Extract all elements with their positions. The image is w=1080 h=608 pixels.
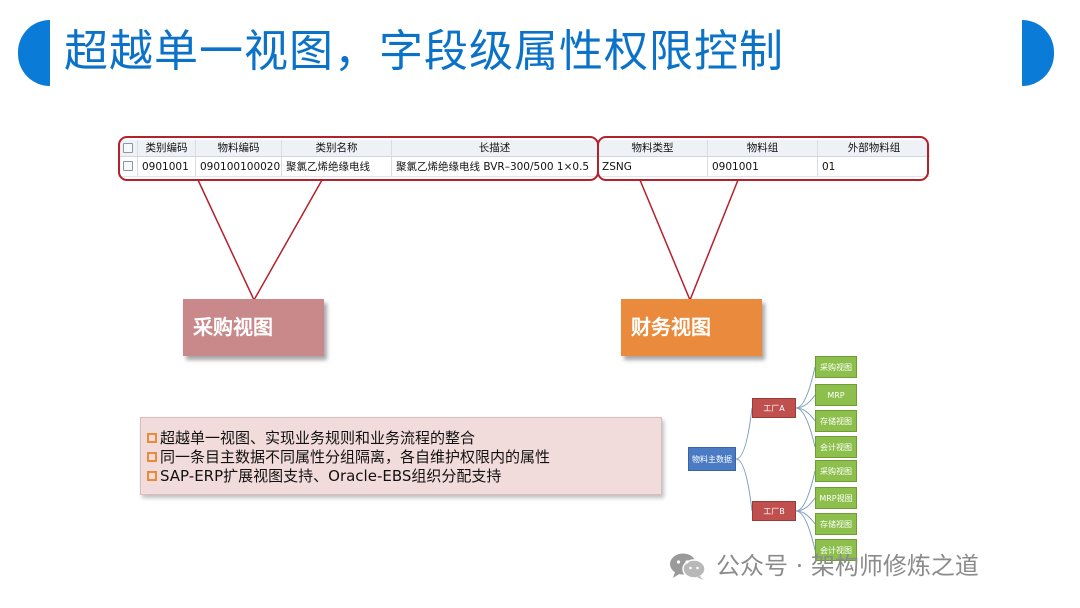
tree-view-node: 会计视图 xyxy=(815,436,857,458)
finance-fields-highlight xyxy=(597,136,929,181)
select-all-checkbox[interactable] xyxy=(123,143,133,153)
header-checkbox-cell xyxy=(118,140,138,156)
tree-view-node: 采购视图 xyxy=(815,356,857,378)
bullet-square-icon xyxy=(147,451,157,462)
wechat-icon xyxy=(668,551,708,581)
tree-plant-b-node: 工厂B xyxy=(752,501,796,521)
watermark: 公众号 · 架构师修炼之道 xyxy=(668,548,979,584)
tree-connectors xyxy=(735,366,816,551)
bullet-square-icon xyxy=(147,432,157,443)
header-category-code: 类别编码 xyxy=(138,140,196,156)
row-checkbox[interactable] xyxy=(123,161,133,171)
bullet-square-icon xyxy=(147,470,157,481)
header-external-material-group: 外部物料组 xyxy=(847,142,901,154)
purchase-connector xyxy=(197,179,323,302)
tree-view-node: 存储视图 xyxy=(815,410,857,432)
tree-plant-a-node: 工厂A xyxy=(752,398,796,418)
table-row[interactable]: 0901001 090100100020 聚氯乙烯绝缘电线 聚氯乙烯绝缘电线 B… xyxy=(118,157,930,177)
tree-root-node: 物料主数据 xyxy=(688,447,736,471)
cell-material-code[interactable]: 090100100020 xyxy=(196,157,282,176)
finance-view-label: 财务视图 xyxy=(621,299,762,356)
tree-view-node: 采购视图 xyxy=(815,460,857,482)
cell-material-type[interactable]: ZSNG xyxy=(598,157,708,176)
cell-material-group[interactable]: 0901001 xyxy=(708,157,818,176)
list-item-text: 超越单一视图、实现业务规则和业务流程的整合 xyxy=(160,429,476,447)
tree-view-node: 存储视图 xyxy=(815,513,857,535)
header-material-code: 物料编码 xyxy=(196,140,282,156)
list-item-text: SAP-ERP扩展视图支持、Oracle-EBS组织分配支持 xyxy=(160,467,502,485)
watermark-text: 公众号 · 架构师修炼之道 xyxy=(716,552,979,580)
cell-external-material-group[interactable]: 01 xyxy=(822,161,836,173)
cell-category-name[interactable]: 聚氯乙烯绝缘电线 xyxy=(282,157,392,176)
header-category-name: 类别名称 xyxy=(282,140,392,156)
row-checkbox-cell xyxy=(118,157,138,176)
tree-view-node: MRP视图 xyxy=(815,487,857,509)
list-item-text: 同一条目主数据不同属性分组隔离，各自维护权限内的属性 xyxy=(160,448,551,466)
list-item: 同一条目主数据不同属性分组隔离，各自维护权限内的属性 xyxy=(147,447,661,466)
page-title: 超越单一视图，字段级属性权限控制 xyxy=(64,26,784,77)
feature-list: 超越单一视图、实现业务规则和业务流程的整合 同一条目主数据不同属性分组隔离，各自… xyxy=(140,417,662,495)
material-table: 类别编码 物料编码 类别名称 长描述 物料类型 物料组 外部物料组 090100… xyxy=(118,138,930,179)
purchase-view-label: 采购视图 xyxy=(183,299,324,356)
tree-view-node: MRP xyxy=(815,384,857,406)
header-material-type: 物料类型 xyxy=(598,140,708,156)
table-header: 类别编码 物料编码 类别名称 长描述 物料类型 物料组 外部物料组 xyxy=(118,140,930,157)
finance-connector xyxy=(639,179,739,302)
list-item: SAP-ERP扩展视图支持、Oracle-EBS组织分配支持 xyxy=(147,466,661,485)
tree-view-node: 会计视图 xyxy=(815,539,857,561)
header-material-group: 物料组 xyxy=(708,140,818,156)
list-item: 超越单一视图、实现业务规则和业务流程的整合 xyxy=(147,428,661,447)
cell-category-code[interactable]: 0901001 xyxy=(138,157,196,176)
